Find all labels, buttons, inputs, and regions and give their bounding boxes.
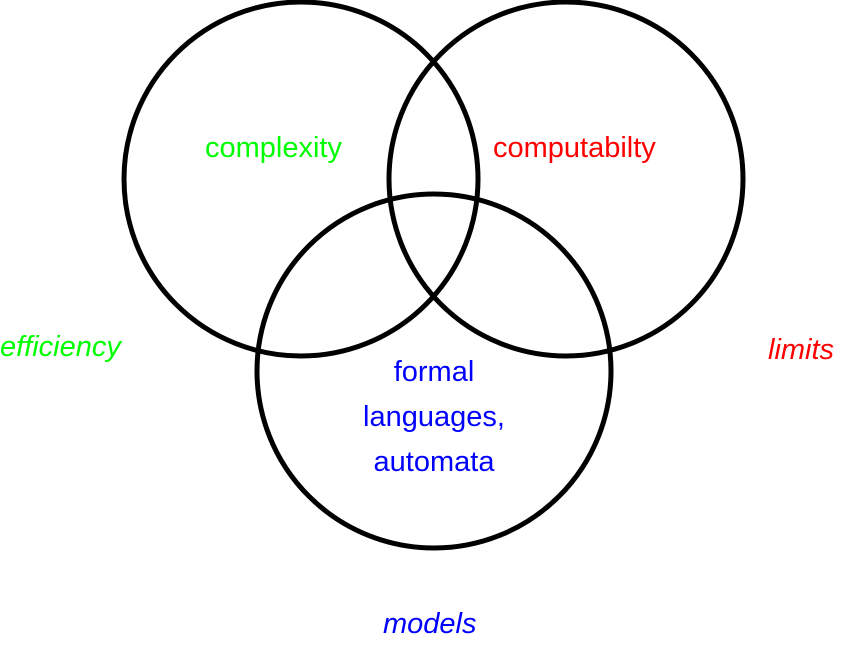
formal-languages-label-line: languages, xyxy=(363,401,505,433)
efficiency-label: efficiency xyxy=(0,331,121,363)
computability-circle xyxy=(386,0,746,359)
formal-languages-circle xyxy=(254,191,614,551)
limits-label: limits xyxy=(768,334,835,366)
formal-languages-label-line: formal xyxy=(393,356,475,388)
complexity-circle xyxy=(121,0,481,359)
formal-languages-label-line: automata xyxy=(373,446,495,478)
models-label: models xyxy=(383,608,477,640)
computability-label: computabilty xyxy=(493,132,656,164)
formal-languages-automata-label: formal languages, automata xyxy=(334,350,534,485)
complexity-label: complexity xyxy=(205,132,342,164)
